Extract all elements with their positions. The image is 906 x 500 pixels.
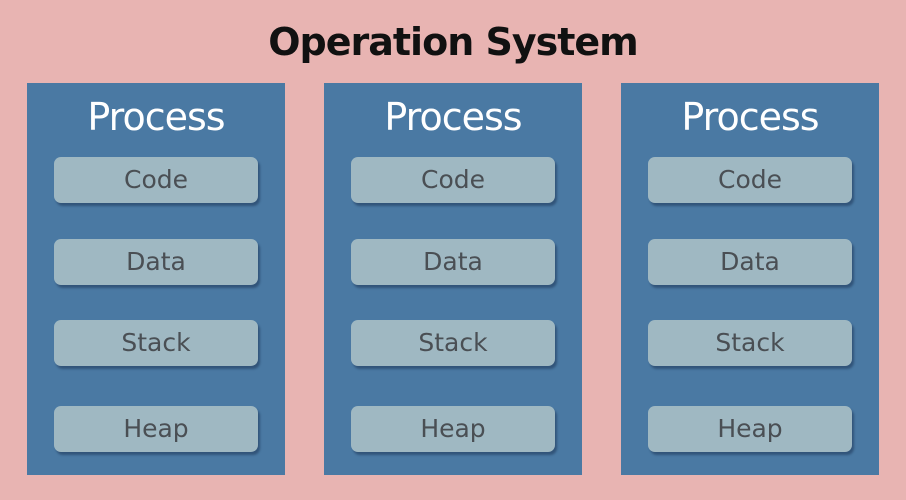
stack-segment: Stack: [54, 320, 258, 366]
process-box-3: Process Code Data Stack Heap: [621, 83, 879, 475]
process-title: Process: [681, 95, 819, 139]
heap-segment: Heap: [648, 406, 852, 452]
process-box-1: Process Code Data Stack Heap: [27, 83, 285, 475]
process-box-2: Process Code Data Stack Heap: [324, 83, 582, 475]
process-title: Process: [87, 95, 225, 139]
process-title: Process: [384, 95, 522, 139]
stack-segment: Stack: [351, 320, 555, 366]
operation-system-title: Operation System: [268, 20, 639, 64]
data-segment: Data: [351, 239, 555, 285]
data-segment: Data: [648, 239, 852, 285]
code-segment: Code: [351, 157, 555, 203]
heap-segment: Heap: [351, 406, 555, 452]
code-segment: Code: [54, 157, 258, 203]
heap-segment: Heap: [54, 406, 258, 452]
data-segment: Data: [54, 239, 258, 285]
code-segment: Code: [648, 157, 852, 203]
stack-segment: Stack: [648, 320, 852, 366]
